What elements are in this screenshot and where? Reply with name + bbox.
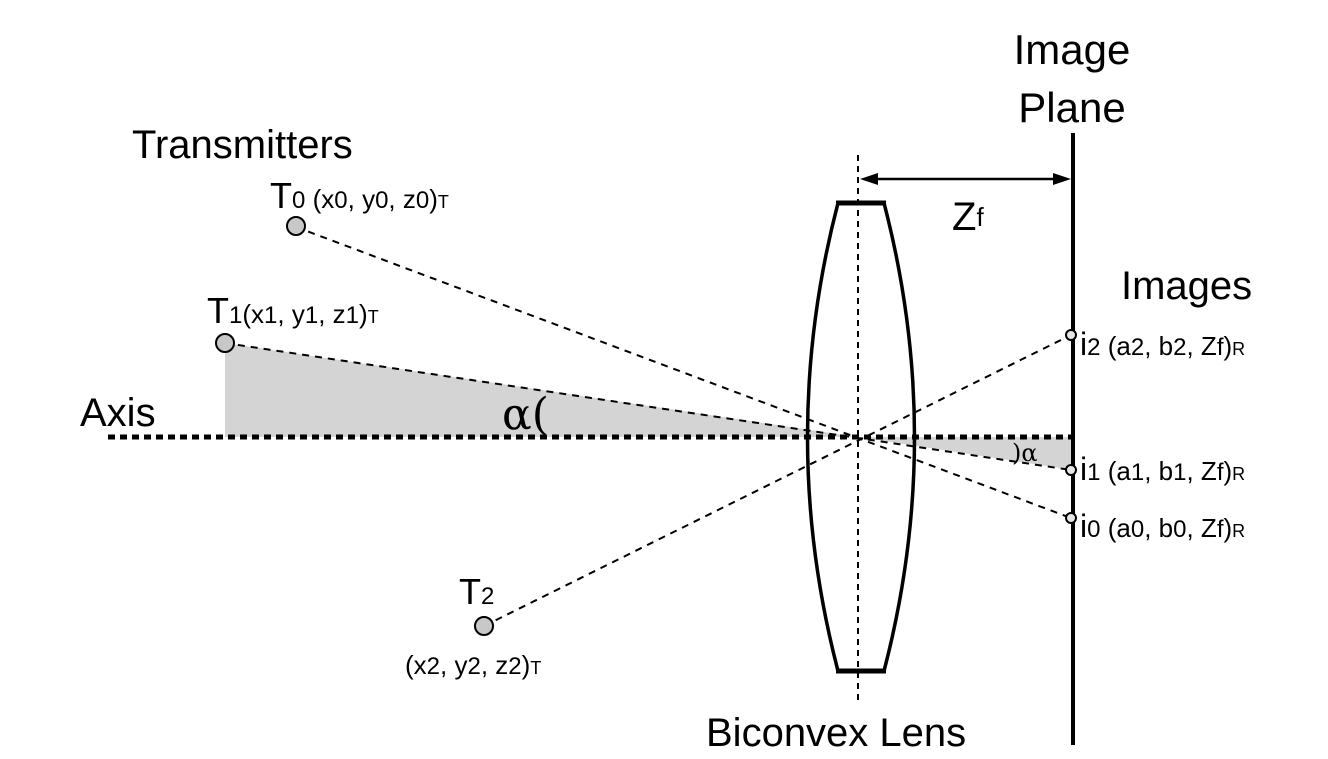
alpha-angle-small: )α bbox=[1012, 439, 1038, 467]
transmitter-t2-name: T2 bbox=[459, 571, 494, 612]
image-i1-label: i1 (a1, b1, Zf)R bbox=[1080, 451, 1245, 487]
image-i1-point bbox=[1065, 464, 1077, 476]
ray-paths bbox=[224, 226, 1072, 627]
image-i2-point bbox=[1065, 329, 1077, 341]
transmitter-t0-label: T0 (x0, y0, z0)T bbox=[270, 175, 449, 216]
image-plane-label-line1: Image bbox=[1014, 26, 1131, 73]
transmitter-t0-point bbox=[286, 216, 306, 236]
focal-length-sub: f bbox=[976, 202, 984, 232]
transmitter-t2-coords: (x2, y2, z2)T bbox=[405, 650, 541, 680]
transmitter-t2-point bbox=[474, 616, 494, 636]
transmitter-t1-point bbox=[215, 333, 235, 353]
image-i0-label: i0 (a0, b0, Zf)R bbox=[1080, 508, 1245, 544]
image-i0-point bbox=[1065, 512, 1077, 524]
images-label: Images bbox=[1121, 264, 1252, 308]
lens-label: Biconvex Lens bbox=[706, 711, 966, 755]
transmitters-label: Transmitters bbox=[132, 123, 353, 167]
focal-length-label: Zf bbox=[952, 195, 984, 239]
transmitter-t1-label: T1(x1, y1, z1)T bbox=[207, 290, 379, 331]
ray-t0-to-i0 bbox=[295, 226, 1072, 519]
image-i2-label: i2 (a2, b2, Zf)R bbox=[1080, 326, 1245, 362]
focal-distance-arrow bbox=[860, 173, 1071, 185]
image-plane-label-line2: Plane bbox=[1018, 84, 1125, 131]
axis-label: Axis bbox=[80, 391, 156, 435]
alpha-angle-large: α( bbox=[502, 389, 549, 440]
focal-length-main: Z bbox=[952, 195, 976, 239]
ray-t2-to-i2 bbox=[483, 334, 1072, 627]
